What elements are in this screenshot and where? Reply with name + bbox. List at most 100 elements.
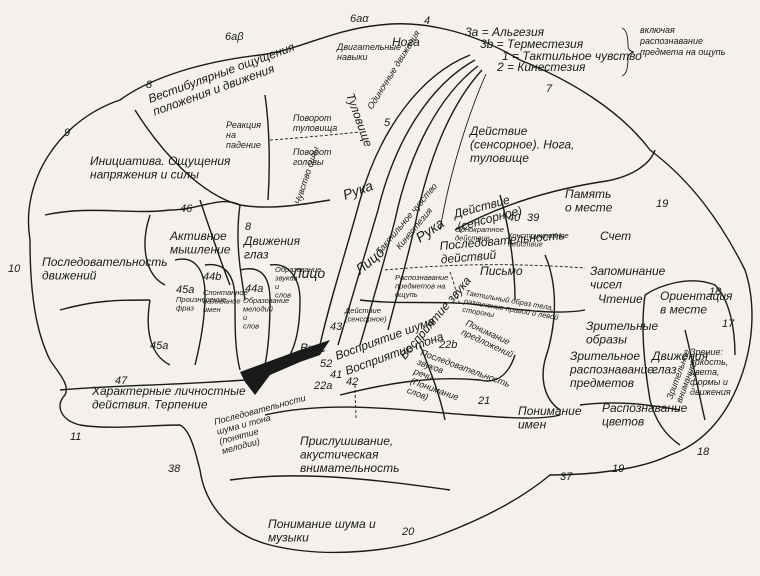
area-numbers: 6aβ 6aα 4 8 9 7 5 8 46 10 45a 44b 44a 45… [8,13,735,538]
sylvian-fissure [240,340,330,395]
region-label-vestibular: Вестибулярные ощущенияположения и движен… [146,40,301,119]
frontal-line-4 [199,199,231,286]
area-38: 38 [168,463,181,475]
frontal-dash [269,131,361,141]
parietal-line-3 [359,299,586,313]
region-label-face2: Лицо [291,265,325,281]
frontal-line-11 [269,264,301,356]
region-label-speech-sequence: Последовательностьзвуковречи(Пониманиесл… [405,347,512,427]
legend-line-1: 3a = Альгезия [465,25,545,39]
legend: 3a = Альгезия 3b = Терместезия 1 = Такти… [465,25,726,74]
brain-outline [27,23,753,554]
legend-brace [621,27,635,77]
area-21: 21 [477,395,490,407]
area-22b: 22b [438,339,457,351]
frontal-line-2 [44,200,241,216]
region-labels: Вестибулярные ощущенияположения и движен… [42,28,733,544]
region-label-action-sens3: Действие(сенсорное) [344,306,387,324]
area-18-lower: 18 [697,446,710,458]
area-20: 20 [401,526,415,538]
central-sulcus-5 [439,73,487,231]
region-label-action-sensory: Действие(сенсорное). Нога,туловище [468,124,574,165]
area-42: 42 [346,376,358,388]
occipital-line-5 [579,402,681,411]
central-sulcus-2 [337,59,476,346]
area-8b: 8 [245,221,252,233]
temporal-line-1 [339,354,516,396]
area-7: 7 [546,83,553,95]
parietal-line-1 [454,149,656,231]
occipital-line-1 [542,254,561,411]
frontal-line-5 [144,214,166,286]
area-11: 11 [70,431,81,443]
area-19: 19 [656,198,668,210]
area-44a: 44a [245,283,263,295]
legend-line-3: 1 = Тактильное чувство [502,49,642,63]
legend-line-4: 2 = Кинестезия [496,60,586,74]
area-44b: 44b [203,271,221,283]
area-45a: 45a [176,284,194,296]
central-sulcus-1 [319,54,471,346]
area-40: 40 [508,212,521,224]
region-label-reading: Чтение [598,292,643,306]
region-label-taste: Вкус [300,341,326,355]
parietal-line-2 [499,194,516,301]
area-39: 39 [527,212,539,224]
area-5: 5 [384,117,391,129]
area-6ab: 6aβ [225,31,244,43]
legend-line-2: 3b = Терместезия [480,37,584,51]
area-10: 10 [8,263,21,275]
area-41: 41 [330,369,342,381]
occipital-line-4 [684,329,706,421]
frontal-line-3 [237,204,246,301]
region-label-sentence-understanding: Пониманиепредложений [460,318,519,360]
occipital-line-2 [644,280,736,356]
temporal-line-2 [264,406,561,419]
area-4: 4 [424,15,430,27]
area-43: 43 [330,321,343,333]
temporal-dash [354,384,357,419]
central-sulcus-3 [359,65,479,346]
area-6aa: 6aα [350,13,369,25]
area-46: 46 [180,203,193,215]
region-label-hand: Рука [341,177,376,203]
region-label-tactile-body: Тактильный образ тела,различение правой … [461,288,562,331]
central-sulcus-4 [387,69,483,331]
area-52: 52 [320,358,332,370]
frontal-line-6 [59,299,151,311]
region-label-count: Счет [600,229,631,243]
frontal-line-10 [239,268,271,366]
temporal-line-4 [419,344,446,421]
area-17: 17 [722,318,735,330]
area-47: 47 [115,375,128,387]
occipital-line-3 [642,294,681,446]
area-18: 18 [709,286,722,298]
brace-note: включая распознавание предмета на ощупь [639,25,726,57]
sylvian-line [59,379,246,391]
region-label-leg: Нога [392,35,420,49]
area-37: 37 [560,471,573,483]
frontal-line-12 [264,94,270,201]
frontal-line-7 [147,299,171,366]
